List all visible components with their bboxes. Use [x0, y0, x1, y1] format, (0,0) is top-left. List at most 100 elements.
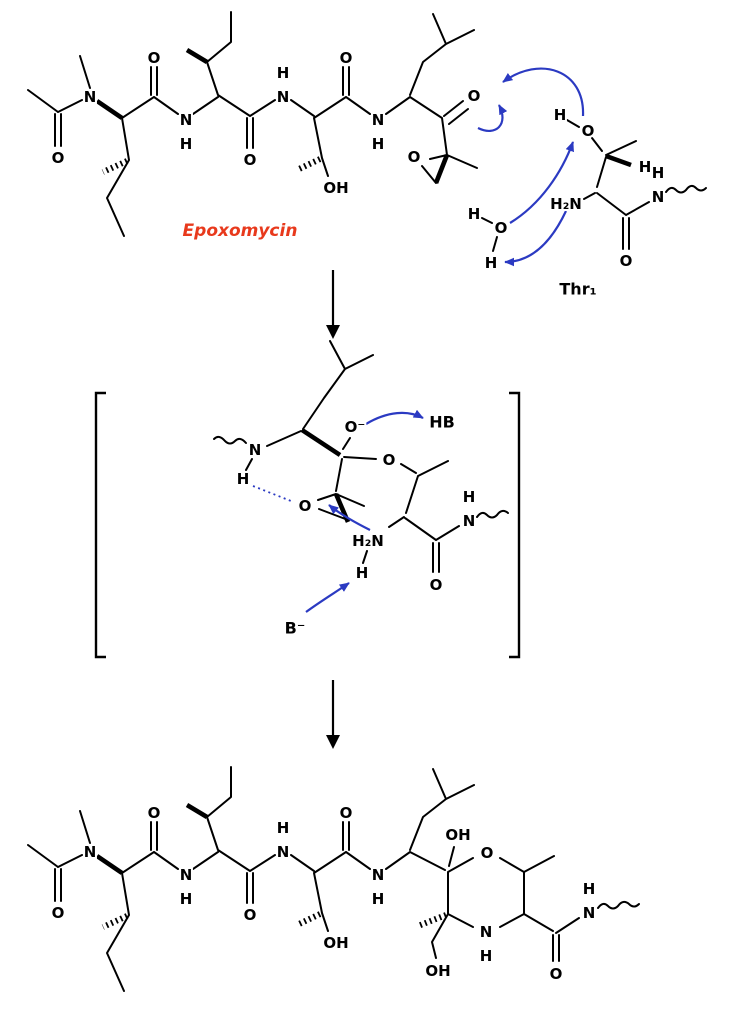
- atom-label: H: [485, 254, 498, 272]
- curved-arrow-water-to-h: [509, 141, 575, 224]
- atom-label: O: [430, 576, 443, 594]
- atom-label: OH: [323, 934, 348, 952]
- atom-label: N: [652, 188, 665, 206]
- atom-label: O: [299, 497, 312, 515]
- hash-bond: [101, 913, 129, 930]
- atom-label: H: [468, 205, 481, 223]
- double-bonds: [54, 66, 469, 149]
- atom-label: OH: [445, 826, 470, 844]
- atom-label: O: [481, 844, 494, 862]
- double-bonds: [552, 934, 560, 962]
- bonds: [481, 217, 498, 252]
- wedge-bond: [300, 428, 342, 457]
- intermediate-structure: [213, 340, 509, 573]
- bonds: [27, 11, 478, 237]
- product-structure: [27, 766, 640, 992]
- base-label: B⁻: [285, 619, 306, 638]
- atom-label: N: [180, 866, 193, 884]
- atom-label: H: [372, 890, 385, 908]
- double-bonds: [432, 542, 440, 573]
- atom-label: H: [463, 488, 476, 506]
- atom-label: OH: [323, 179, 348, 197]
- atom-label: O⁻: [345, 418, 366, 436]
- intermediate-brackets: [94, 391, 521, 659]
- curved-arrow-alkoxide-to-hb: [365, 409, 424, 425]
- wedge-bond: [95, 99, 124, 120]
- squiggle-bond: [476, 509, 509, 519]
- atom-label: O: [148, 49, 161, 67]
- atom-label: O: [340, 49, 353, 67]
- atom-label: O: [495, 219, 508, 237]
- atom-label: H: [639, 158, 652, 176]
- thr1-residue-structure: [566, 119, 707, 250]
- atom-label: O: [52, 149, 65, 167]
- wedge-bond: [433, 154, 450, 184]
- atom-label: O: [244, 906, 257, 924]
- atom-label: H: [277, 819, 290, 837]
- curved-arrow-oh-to-carbonyl: [502, 67, 585, 117]
- bonds: [245, 340, 460, 564]
- residue-label: Thr₁: [559, 280, 596, 299]
- atom-label: O: [408, 148, 421, 166]
- atom-label: H: [372, 135, 385, 153]
- atom-label: H: [180, 135, 193, 153]
- left-bracket: [94, 391, 106, 659]
- squiggle-bond: [213, 435, 247, 445]
- atom-label: O: [340, 804, 353, 822]
- atom-label: O: [383, 451, 396, 469]
- bonds: [566, 119, 650, 216]
- atom-label: H: [652, 164, 665, 182]
- atom-label: H: [554, 106, 567, 124]
- atom-label: O: [550, 965, 563, 983]
- atom-label: N: [480, 923, 493, 941]
- atom-label: H: [583, 880, 596, 898]
- hash-bond: [295, 156, 322, 173]
- atom-label: H: [480, 947, 493, 965]
- arrow-head: [326, 325, 340, 339]
- atom-label: H: [237, 470, 250, 488]
- right-bracket: [509, 391, 521, 659]
- atom-label: O: [468, 87, 481, 105]
- atom-label: N: [372, 866, 385, 884]
- hash-bond: [295, 911, 322, 928]
- hash-bond: [101, 158, 129, 175]
- atom-label: O: [582, 122, 595, 140]
- curved-arrow-amine-to-water: [504, 210, 567, 267]
- arrow-head: [326, 735, 340, 749]
- atom-label: H: [356, 564, 369, 582]
- compound-name-label: Epoxomycin: [183, 221, 298, 241]
- atom-label: H: [180, 890, 193, 908]
- atom-label: O: [52, 904, 65, 922]
- epoxomycin-structure: [27, 11, 478, 237]
- atom-label: N: [249, 441, 262, 459]
- atom-label: O: [148, 804, 161, 822]
- bonds: [431, 846, 580, 959]
- hydrogen-bond-dotted: [252, 485, 292, 502]
- wedge-bond: [95, 854, 124, 875]
- wedge-bond: [605, 153, 632, 168]
- double-bonds: [54, 821, 350, 904]
- wedge-bond: [185, 48, 209, 64]
- mechanism-arrows-top: [477, 67, 585, 267]
- reaction-arrow-2: [326, 680, 340, 749]
- curved-arrow-pi-to-oxygen: [477, 104, 508, 132]
- atom-label: O: [244, 151, 257, 169]
- squiggle-bond: [597, 900, 640, 910]
- atom-label: N: [84, 843, 97, 861]
- double-bonds: [622, 217, 630, 250]
- atom-label: OH: [425, 962, 450, 980]
- squiggle-bond: [665, 184, 707, 194]
- acid-label: HB: [429, 413, 455, 432]
- atom-label: H₂N: [550, 195, 582, 213]
- wedge-bond: [185, 803, 209, 819]
- mechanism-arrows-middle: [305, 409, 424, 613]
- atom-label: O: [620, 252, 633, 270]
- atom-label: H₂N: [352, 532, 384, 550]
- bonds: [27, 766, 475, 992]
- water-molecule: [481, 217, 498, 252]
- reaction-arrow-1: [326, 270, 340, 339]
